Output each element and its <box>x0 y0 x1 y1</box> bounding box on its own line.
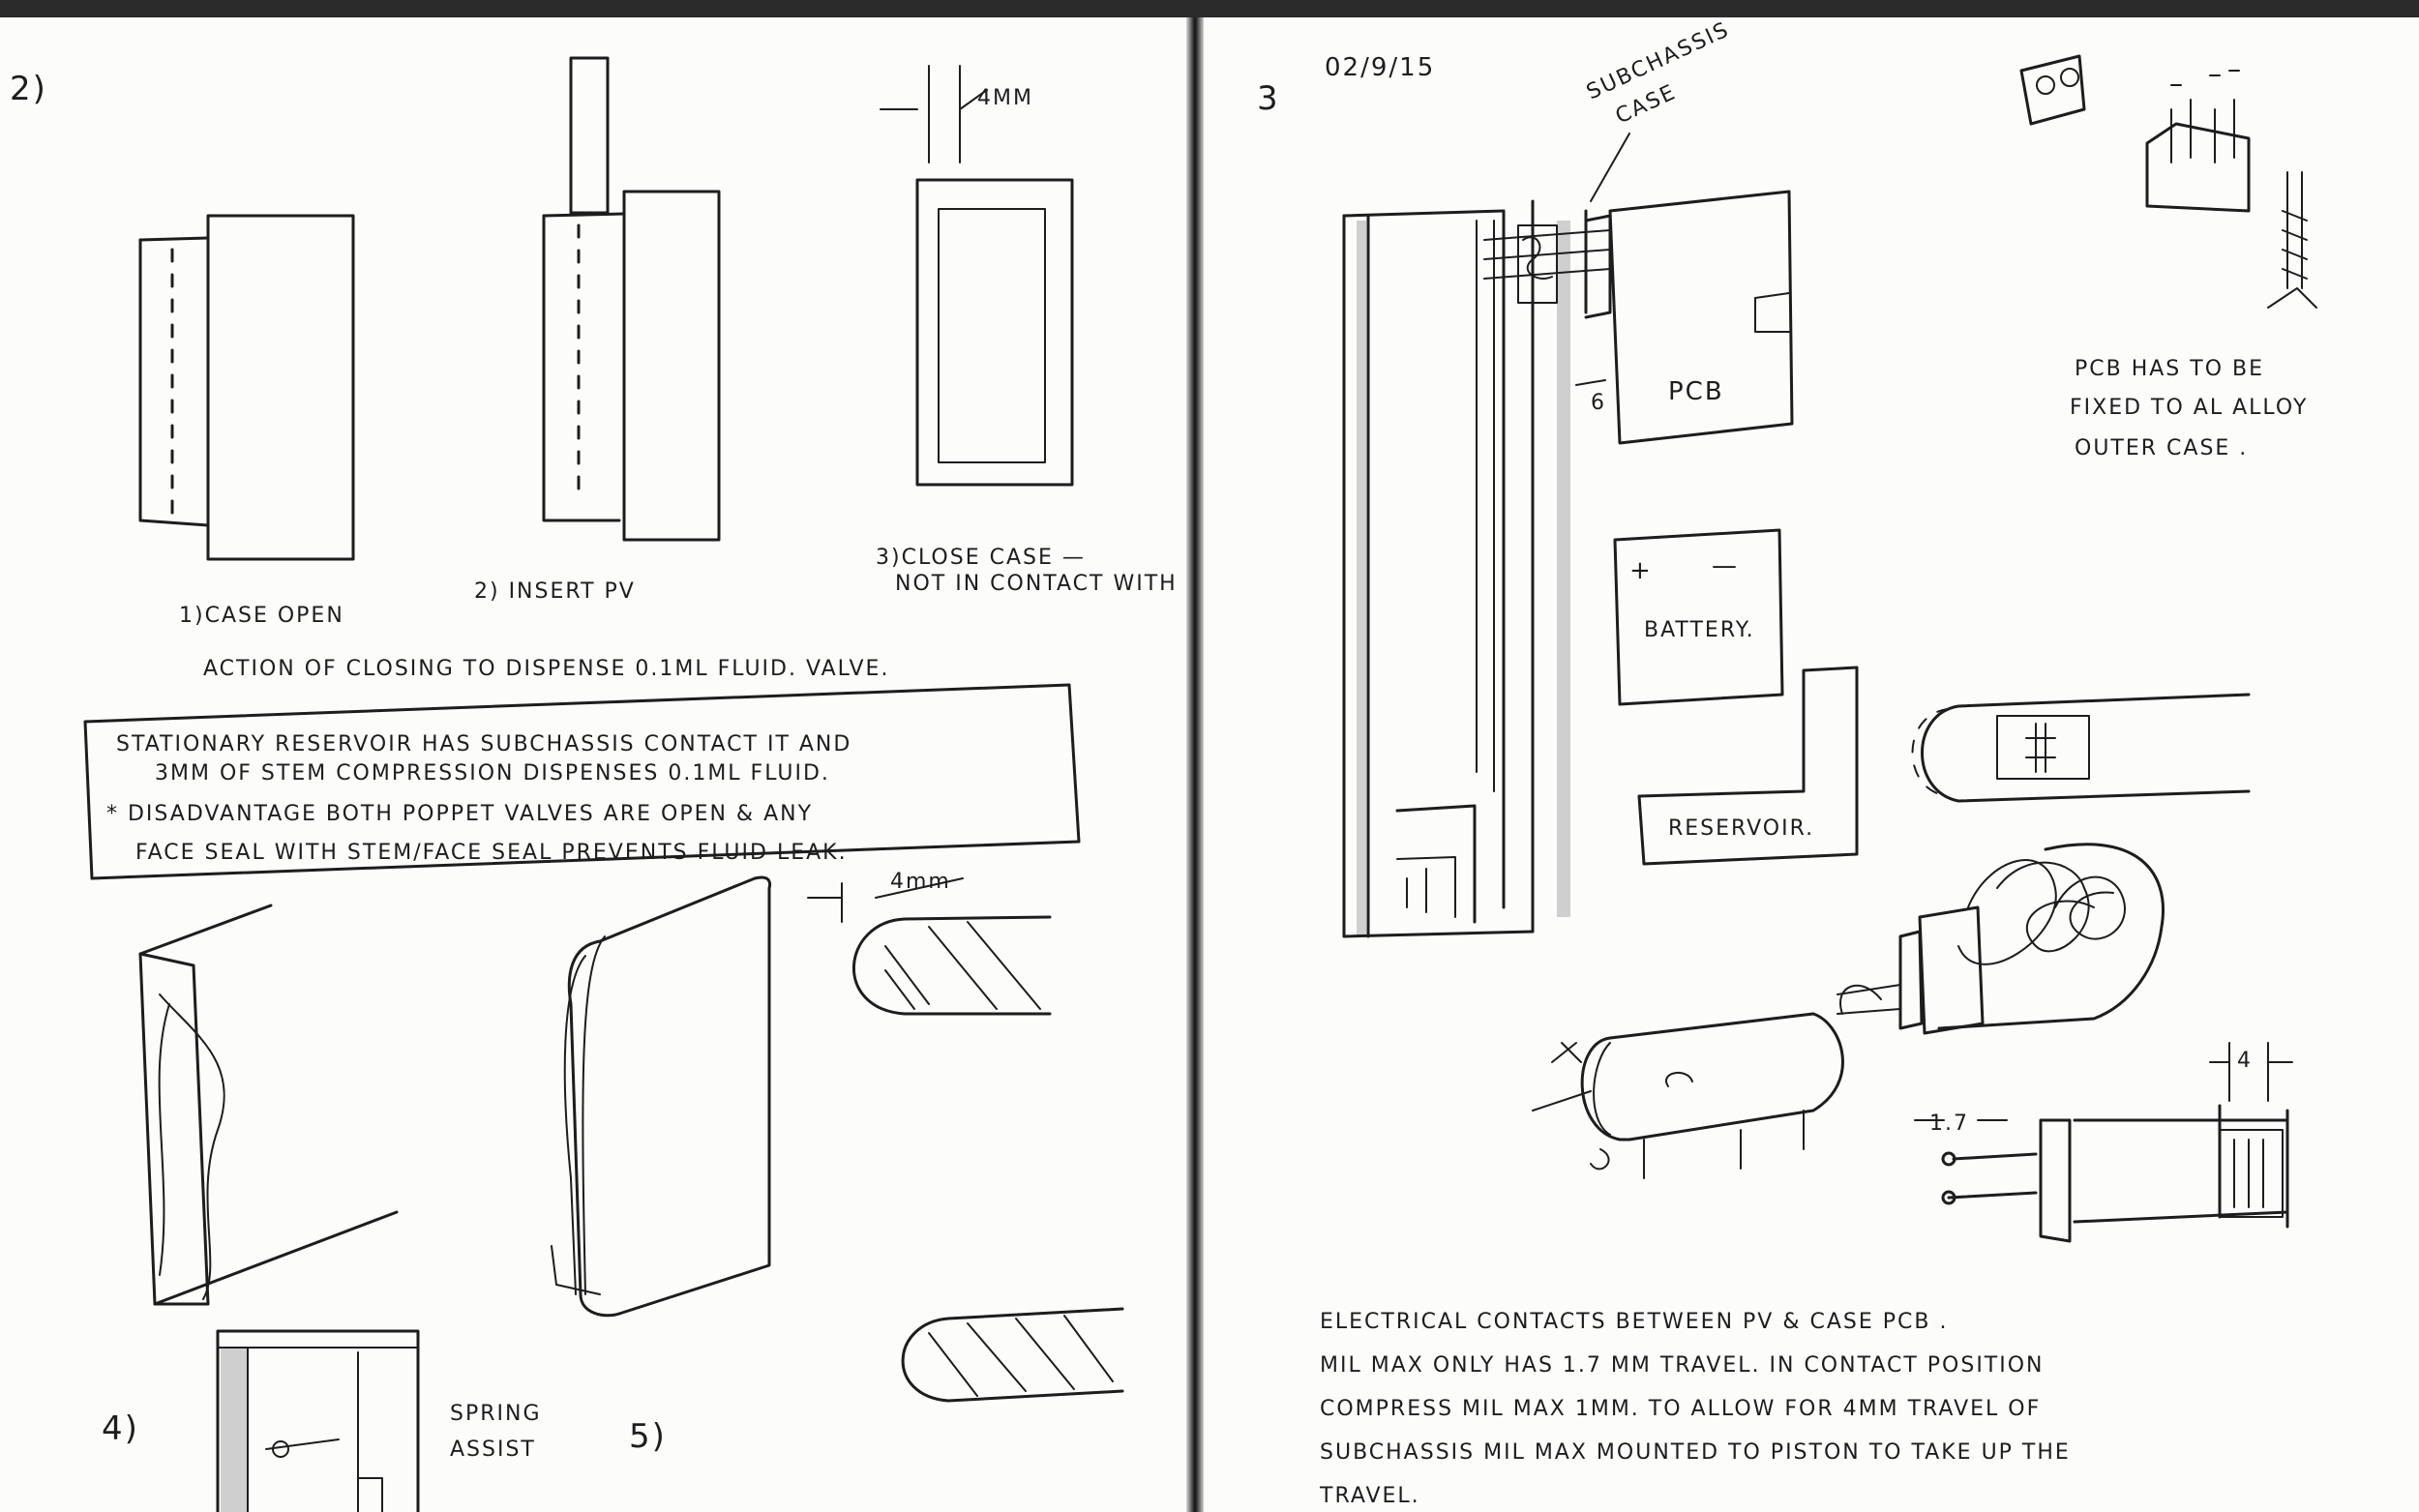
pcb-note-line2: FIXED TO AL ALLOY <box>2070 396 2308 420</box>
note-box-border <box>83 683 1081 880</box>
notebook-page-left: 2) 4MM 1)CASE OPEN 2) INSERT <box>0 17 1186 1512</box>
battery-sketch: + — BATTERY. <box>1613 528 1784 706</box>
caption-case-open: 1)CASE OPEN <box>179 604 344 628</box>
pcb-mark: 6 <box>1591 391 1606 415</box>
battery-plus: + <box>1629 556 1653 585</box>
pcb-note-line3: OUTER CASE . <box>2075 436 2248 460</box>
note-box: STATIONARY RESERVOIR HAS SUBCHASSIS CONT… <box>106 732 851 865</box>
case-3d-sketch-middle <box>551 875 772 1318</box>
connector-detail-sketch: 4 1.7 <box>1914 1042 2293 1243</box>
note-line-1: STATIONARY RESERVOIR HAS SUBCHASSIS CONT… <box>116 732 851 756</box>
case-open-sketch <box>138 214 355 561</box>
cross-section-lower <box>901 1307 1124 1403</box>
left-page-number: 2) <box>10 70 47 108</box>
caption-close-case: 3)CLOSE CASE — <box>876 546 1086 570</box>
pcb-note-line1: PCB HAS TO BE <box>2075 357 2264 381</box>
battery-label: BATTERY. <box>1644 618 1755 642</box>
electrical-note-line1: ELECTRICAL CONTACTS BETWEEN PV & CASE PC… <box>1320 1310 1948 1334</box>
close-case-sketch: 4MM <box>880 65 1074 487</box>
exploded-assembly-sketch <box>1532 843 2165 1179</box>
spring-assist-line2: ASSIST <box>450 1438 536 1462</box>
page-date: 02/9/15 <box>1325 53 1435 82</box>
right-page-sketches: 3 02/9/15 SUBCHASSIS CASE <box>1257 17 2317 1508</box>
dimension-four: 4 <box>2237 1049 2253 1073</box>
step5-label: 5) <box>629 1417 667 1456</box>
notebook-gutter <box>1186 17 1204 1512</box>
spring-assist-line1: SPRING <box>450 1402 542 1426</box>
electrical-note-line3: COMPRESS MIL MAX 1MM. TO ALLOW FOR 4MM T… <box>1320 1397 2041 1421</box>
reservoir-label: RESERVOIR. <box>1668 816 1814 841</box>
caption-not-in-contact: NOT IN CONTACT WITH <box>895 572 1178 596</box>
note-line-3: * DISADVANTAGE BOTH POPPET VALVES ARE OP… <box>106 802 813 826</box>
connector-spring-sketch <box>1483 209 1612 319</box>
subchassis-leader-line <box>1590 133 1630 202</box>
note-line-4: FACE SEAL WITH STEM/FACE SEAL PREVENTS F… <box>135 841 848 865</box>
cross-section-4mm: 4mm <box>807 870 1052 1016</box>
capsule-sketch <box>1911 693 2251 803</box>
electrical-note-line5: TRAVEL. <box>1319 1484 1420 1508</box>
case-elevation-sketch <box>1342 199 1570 938</box>
electrical-note: ELECTRICAL CONTACTS BETWEEN PV & CASE PC… <box>1319 1310 2071 1508</box>
case-3d-sketch-left <box>138 904 399 1306</box>
insert-pv-sketch <box>542 56 721 542</box>
pcb-sketch: PCB 6 <box>1575 190 1794 445</box>
pogo-pin-sketch <box>2019 54 2317 309</box>
notebook-page-right: 3 02/9/15 SUBCHASSIS CASE <box>1204 17 2419 1512</box>
electrical-note-line4: SUBCHASSIS MIL MAX MOUNTED TO PISTON TO … <box>1320 1440 2071 1465</box>
caption-action-of-closing: ACTION OF CLOSING TO DISPENSE 0.1ML FLUI… <box>203 657 889 681</box>
note-line-2: 3MM OF STEM COMPRESSION DISPENSES 0.1ML … <box>155 761 830 786</box>
step4-label: 4) <box>102 1409 139 1448</box>
dimension-travel: 1.7 <box>1929 1112 1969 1136</box>
battery-minus: — <box>1712 551 1739 580</box>
reservoir-sketch: RESERVOIR. <box>1637 666 1859 866</box>
left-page-sketches: 2) 4MM 1)CASE OPEN 2) INSERT <box>10 56 1178 1512</box>
electrical-note-line2: MIL MAX ONLY HAS 1.7 MM TRAVEL. IN CONTA… <box>1320 1353 2045 1378</box>
dimension-4mm-top: 4MM <box>977 86 1033 110</box>
caption-insert-pv: 2) INSERT PV <box>474 579 636 604</box>
step4-sketch <box>216 1329 420 1512</box>
right-page-number: 3 <box>1257 79 1280 118</box>
dimension-4mm-mid: 4mm <box>890 870 951 894</box>
pcb-label: PCB <box>1668 377 1724 406</box>
